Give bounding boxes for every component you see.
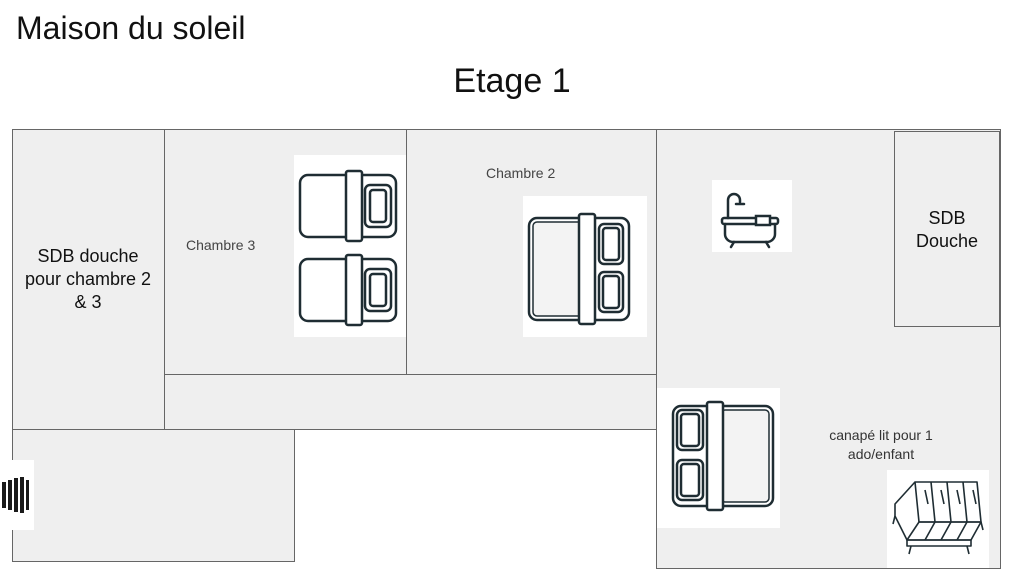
sdb-right-label-2: Douche bbox=[915, 231, 979, 251]
chambre-3-label: Chambre 3 bbox=[186, 237, 256, 253]
room-sdb-left bbox=[12, 129, 165, 430]
bathtub-icon bbox=[712, 180, 792, 252]
sofa-bed-icon bbox=[887, 470, 989, 568]
canape-label-1: canapé lit pour 1 bbox=[829, 427, 933, 443]
sdb-left-label: SDB douche pour chambre 2 & 3 bbox=[24, 246, 152, 312]
stairs-icon bbox=[0, 460, 34, 530]
chambre-2-label: Chambre 2 bbox=[486, 165, 556, 181]
page-title: Maison du soleil bbox=[16, 10, 246, 46]
sdb-right-label-1: SDB bbox=[928, 208, 966, 228]
floor-title: Etage 1 bbox=[453, 62, 571, 100]
room-corridor bbox=[164, 374, 657, 430]
room-stairs-area bbox=[12, 429, 295, 562]
double-bed-icon bbox=[657, 388, 780, 528]
canape-label-2: ado/enfant bbox=[847, 446, 915, 462]
room-sdb-right bbox=[894, 131, 1000, 327]
double-bed-icon bbox=[523, 196, 647, 337]
single-bed-icon bbox=[294, 155, 406, 337]
